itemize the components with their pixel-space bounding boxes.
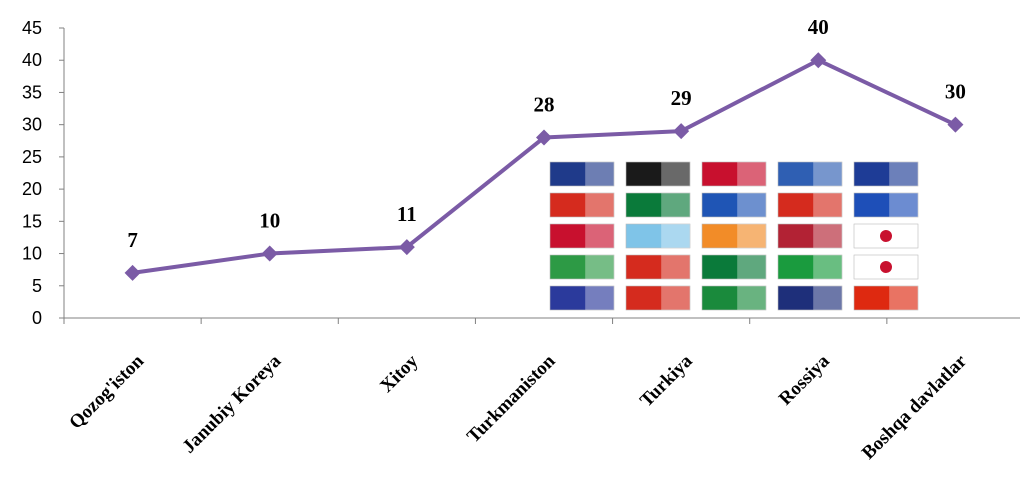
flag-icon bbox=[549, 161, 615, 187]
flag-stripe bbox=[585, 286, 614, 310]
flag-stripe bbox=[661, 255, 690, 279]
data-value-label: 10 bbox=[259, 209, 280, 233]
data-value-label: 30 bbox=[945, 80, 966, 104]
flag-stripe bbox=[813, 224, 842, 248]
flag-icon bbox=[625, 192, 691, 218]
data-point-marker bbox=[536, 129, 552, 146]
flag-icon bbox=[625, 254, 691, 280]
x-category-label: Turkmaniston bbox=[463, 350, 560, 447]
flag-icon bbox=[853, 192, 919, 218]
flag-icon bbox=[701, 161, 767, 187]
flag-stripe bbox=[813, 255, 842, 279]
flag-icon bbox=[853, 161, 919, 187]
flag-icon bbox=[625, 161, 691, 187]
y-tick-label: 20 bbox=[22, 179, 42, 199]
flag-icon bbox=[701, 254, 767, 280]
flag-stripe bbox=[889, 286, 918, 310]
flag-stripe bbox=[585, 255, 614, 279]
y-tick-label: 15 bbox=[22, 211, 42, 231]
flag-stripe bbox=[661, 193, 690, 217]
flag-stripe bbox=[813, 193, 842, 217]
y-tick-label: 45 bbox=[22, 18, 42, 38]
flag-stripe bbox=[813, 286, 842, 310]
data-value-label: 28 bbox=[534, 93, 555, 117]
flag-stripe bbox=[737, 286, 766, 310]
y-tick-label: 5 bbox=[32, 276, 42, 296]
flag-icon bbox=[625, 285, 691, 311]
data-point-marker bbox=[673, 123, 690, 140]
flag-stripe bbox=[737, 255, 766, 279]
flag-stripe bbox=[661, 224, 690, 248]
data-point-marker bbox=[398, 239, 415, 256]
y-tick-label: 40 bbox=[22, 50, 42, 70]
flag-icon bbox=[701, 192, 767, 218]
data-point-marker bbox=[947, 116, 964, 133]
x-category-label: Rossiya bbox=[775, 350, 834, 409]
flag-icon bbox=[777, 254, 843, 280]
x-axis-labels: Qozog'iston Janubiy Koreya Xitoy Turkmanist… bbox=[65, 350, 971, 463]
flag-icon bbox=[777, 223, 843, 249]
data-points bbox=[124, 52, 964, 281]
data-point-marker bbox=[261, 245, 278, 262]
data-value-label: 29 bbox=[671, 86, 692, 110]
y-tick-label: 30 bbox=[22, 115, 42, 135]
world-flags-image bbox=[549, 161, 919, 311]
data-value-label: 40 bbox=[808, 15, 829, 39]
flag-icon bbox=[701, 223, 767, 249]
y-tick-label: 25 bbox=[22, 147, 42, 167]
data-labels: 7 10 11 28 29 40 30 bbox=[127, 15, 966, 252]
flag-stripe bbox=[889, 193, 918, 217]
flag-icon bbox=[853, 223, 919, 249]
flag-stripe bbox=[813, 162, 842, 186]
x-category-label: Xitoy bbox=[376, 350, 423, 397]
flag-emblem bbox=[880, 230, 892, 242]
y-tick-label: 35 bbox=[22, 82, 42, 102]
flag-icon bbox=[549, 254, 615, 280]
y-tick-label: 10 bbox=[22, 244, 42, 264]
data-point-marker bbox=[124, 264, 141, 281]
flag-icon bbox=[853, 285, 919, 311]
flag-icon bbox=[777, 285, 843, 311]
x-category-label: Turkiya bbox=[636, 350, 697, 411]
flag-stripe bbox=[661, 286, 690, 310]
y-tick-label: 0 bbox=[32, 308, 42, 328]
flag-stripe bbox=[889, 162, 918, 186]
flag-icon bbox=[625, 223, 691, 249]
flag-stripe bbox=[737, 224, 766, 248]
flag-stripe bbox=[661, 162, 690, 186]
x-category-label: Qozog'iston bbox=[65, 350, 148, 433]
flag-icon bbox=[701, 285, 767, 311]
flag-stripe bbox=[585, 193, 614, 217]
flag-stripe bbox=[585, 224, 614, 248]
flag-icon bbox=[549, 223, 615, 249]
x-category-label: Boshqa davlatlar bbox=[858, 350, 971, 463]
chart-axes bbox=[63, 28, 1020, 324]
flag-icon bbox=[549, 192, 615, 218]
data-value-label: 7 bbox=[127, 228, 138, 252]
flag-icon bbox=[777, 161, 843, 187]
flag-stripe bbox=[585, 162, 614, 186]
flag-stripe bbox=[737, 162, 766, 186]
data-point-marker bbox=[810, 52, 827, 69]
data-value-label: 11 bbox=[397, 202, 417, 226]
y-axis-ticks: 0 5 10 15 20 25 30 35 40 45 bbox=[22, 18, 64, 328]
x-category-label: Janubiy Koreya bbox=[178, 350, 285, 457]
flag-icon bbox=[549, 285, 615, 311]
flag-emblem bbox=[880, 261, 892, 273]
flag-icon bbox=[777, 192, 843, 218]
flag-stripe bbox=[737, 193, 766, 217]
